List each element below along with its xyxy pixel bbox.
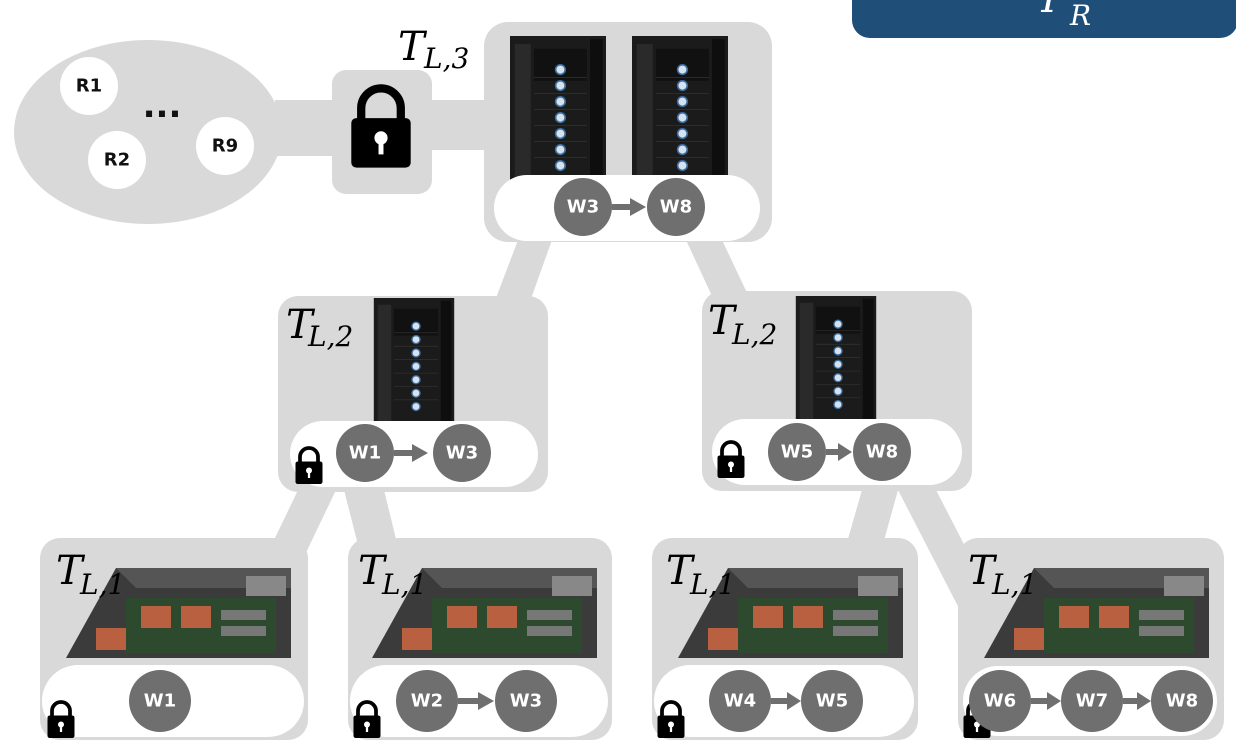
worker-node-label: W5 [781,442,813,463]
replica-r9: R9 [196,117,254,175]
chain-l3: W3 W8 [554,178,705,236]
tier-l2-left-subscript: L,2 [307,320,353,353]
chain-arrow-head [478,692,494,710]
tier-l1-c-symbol: T [666,548,696,594]
tier-l1-d-subscript: L,1 [991,568,1037,601]
worker-node [433,424,491,482]
tier-l1-a-subscript: L,1 [79,568,125,601]
worker-node-label: W8 [660,197,692,218]
replica-r2: R2 [88,131,146,189]
worker-node-label: W1 [144,691,176,712]
banner: T R [852,0,1236,38]
worker-node-label: W8 [866,442,898,463]
tier-l1-a: T L,1 W1 [40,538,308,740]
tier-l2-left: T L,2 W1 W3 [278,296,548,492]
worker-node-label: W3 [446,443,478,464]
tier-l1-d: T L,1 W6 W7 W8 [958,538,1224,740]
worker-node-label: W1 [349,443,381,464]
chain-arrow-head [787,692,801,710]
worker-node-label: W6 [984,691,1016,712]
worker-node [129,670,191,732]
chain-l1-b: W2 W3 [396,670,557,732]
chain-arrow-head [838,443,852,461]
tier-l1-b: T L,1 W2 W3 [348,538,612,740]
chain-l2-left: W1 W3 [336,424,491,482]
chain-l1-d: W6 W7 W8 [969,670,1213,732]
worker-node-label: W8 [1166,691,1198,712]
tier-l2-right: T L,2 W5 W8 [702,291,972,491]
worker-node [853,423,911,481]
tier-l3: T L,3 W3 W8 [398,22,772,242]
worker-node-label: W5 [816,691,848,712]
tier-l1-c: T L,1 W4 W5 [652,538,918,740]
banner-subscript: R [1069,0,1091,32]
chain-l2-right: W5 W8 [768,423,911,481]
replica-r1: R1 [60,57,118,115]
worker-node [495,670,557,732]
worker-node-label: W4 [724,691,756,712]
worker-node-label: W7 [1076,691,1108,712]
worker-node [1061,670,1123,732]
chain-arrow-head [630,198,646,216]
worker-node-label: W2 [411,691,443,712]
tier-l2-left-symbol: T [286,302,316,348]
chain-arrow-head [1047,692,1061,710]
chain-arrow-head [412,444,428,462]
tier-l1-d-symbol: T [968,548,998,594]
worker-node [969,670,1031,732]
replica-cluster: R1 R2 R9 ... [14,40,500,224]
worker-node [336,424,394,482]
tier-l3-symbol: T [398,24,428,70]
worker-node [709,670,771,732]
tier-l1-c-subscript: L,1 [689,568,735,601]
tier-l2-right-subscript: L,2 [731,318,777,351]
worker-node-label: W3 [510,691,542,712]
chain-arrow-head [1137,692,1151,710]
worker-node [768,423,826,481]
worker-node [1151,670,1213,732]
worker-node [647,178,705,236]
tier-l1-a-symbol: T [56,548,86,594]
banner-symbol: T [1036,0,1066,22]
chain-l1-c: W4 W5 [709,670,863,732]
server-rack-icon [631,36,729,196]
replica-r2-label: R2 [104,150,130,171]
tier-l1-b-subscript: L,1 [381,568,427,601]
server-rack-icon [509,36,607,196]
tier-l2-right-symbol: T [708,298,738,344]
replica-r1-label: R1 [76,76,102,97]
chain-l1-a: W1 [129,670,191,732]
replica-ellipsis: ... [143,86,182,126]
server-rack-icon [794,296,878,430]
replica-r9-label: R9 [212,136,238,157]
worker-node [396,670,458,732]
server-rack-icon [372,298,456,432]
tier-l1-b-symbol: T [358,548,388,594]
worker-node-label: W3 [567,197,599,218]
worker-node [801,670,863,732]
worker-node [554,178,612,236]
tier-l3-subscript: L,3 [423,42,469,75]
